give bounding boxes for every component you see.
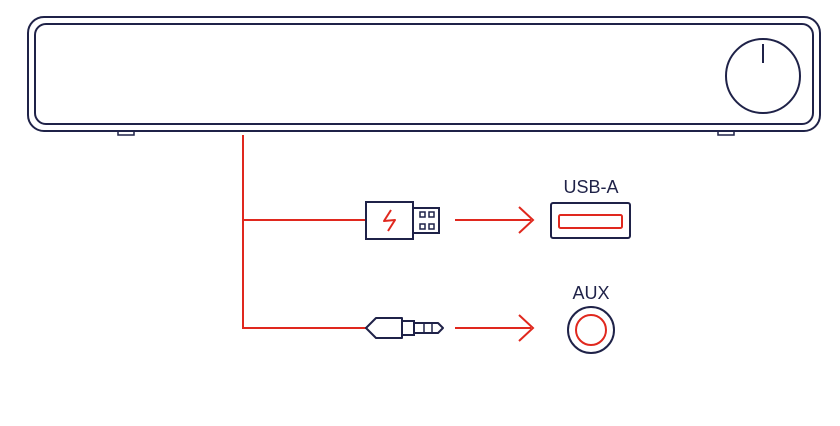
soundbar-foot-right	[717, 130, 735, 136]
arrow-right-icon	[455, 314, 535, 342]
arrow-right-icon	[455, 206, 535, 234]
lightning-icon	[383, 209, 396, 232]
aux-port-icon	[567, 306, 615, 354]
soundbar-foot-left	[117, 130, 135, 136]
volume-knob-icon	[725, 38, 801, 114]
soundbar-icon	[27, 16, 821, 136]
aux-label: AUX	[572, 283, 609, 303]
usb-plug-icon	[365, 201, 440, 240]
usb-a-port-icon	[550, 202, 631, 239]
cable-lines	[242, 135, 366, 329]
usb-a-label: USB-A	[563, 177, 618, 197]
aux-plug-icon	[365, 317, 444, 339]
